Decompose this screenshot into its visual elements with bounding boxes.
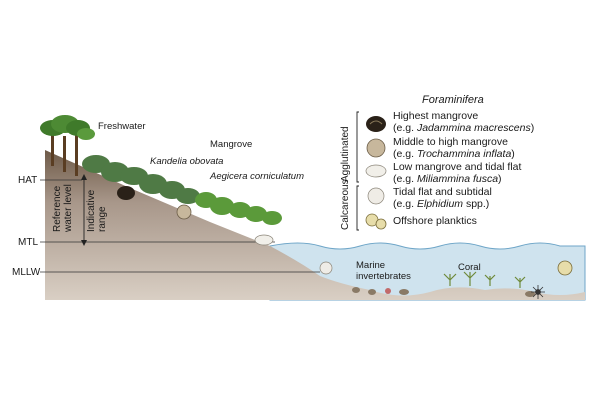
foram-tidal-flat [319,261,333,275]
aegicera-label: Aegicera corniculatum [210,171,304,182]
legend-icon-middle-high-mangrove [366,138,386,158]
agglutinated-bracket [356,111,359,183]
sea-urchin [531,285,545,299]
group-agglutinated-label: Agglutinated [340,126,351,182]
group-calcareous-label: Calcareous [340,179,351,230]
foram-highest-mangrove [117,186,135,200]
legend-item-tidal-flat: Tidal flat and subtidal (e.g. Elphidium … [393,186,492,210]
legend-item-offshore-planktics: Offshore planktics [393,215,477,227]
reference-water-level-label: Reference water level [52,184,74,232]
mangrove-label: Mangrove [210,139,253,150]
legend-title: Foraminifera [422,94,484,106]
calcareous-bracket [356,185,359,231]
freshwater-palm-trees [40,115,95,176]
legend-item-middle-high-mangrove: Middle to high mangrove (e.g. Trochammin… [393,136,515,160]
kandelia-label: Kandelia obovata [150,156,224,167]
coral [443,271,526,288]
freshwater-label: Freshwater [98,121,146,132]
legend-icon-offshore-planktic-b [375,218,387,230]
marine-invertebrates-label: Marine invertebrates [356,260,411,282]
foram-middle-high-mangrove [176,204,192,220]
mtl-label: MTL [18,237,38,248]
legend-icons [365,116,387,230]
aegiceras-mangrove-trees [195,192,282,225]
land-profile [45,150,585,300]
foram-offshore-planktic [557,260,573,276]
legend-icon-low-mangrove [365,164,387,178]
coral-label: Coral [458,262,481,273]
mllw-label: MLLW [12,267,41,278]
hat-label: HAT [18,175,38,186]
foram-low-mangrove [254,234,274,246]
legend-item-low-mangrove: Low mangrove and tidal flat (e.g. Miliam… [393,161,522,185]
legend-icon-tidal-flat [367,187,385,205]
legend-item-highest-mangrove: Highest mangrove (e.g. Jadammina macresc… [393,110,535,134]
indicative-range-label: Indicative range [86,189,108,232]
marine-invertebrates [352,287,535,297]
legend-icon-highest-mangrove [366,116,386,132]
kandelia-mangrove-trees [82,155,200,204]
